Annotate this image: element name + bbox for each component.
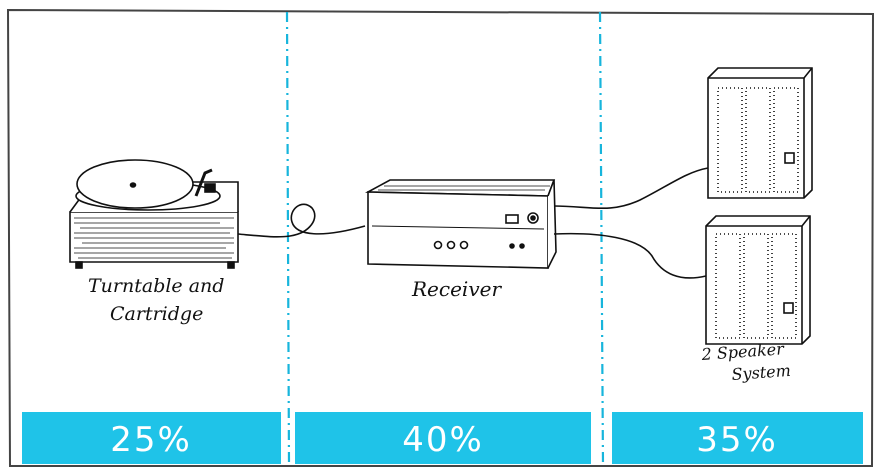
speaker-bottom-drawing: [706, 216, 810, 344]
turntable-drawing: [70, 160, 365, 268]
receiver-label: Receiver: [411, 277, 502, 301]
receiver-drawing: [368, 168, 708, 278]
speaker-top-drawing: [708, 68, 812, 198]
divider-right: [600, 12, 603, 466]
speaker-label-line2: System: [731, 361, 791, 384]
share-value-turntable: 25%: [110, 420, 192, 460]
turntable-label-line2: Cartridge: [110, 303, 203, 325]
share-value-receiver: 40%: [402, 420, 484, 460]
share-value-speakers: 35%: [696, 420, 778, 460]
divider-left: [287, 12, 289, 466]
turntable-label-line1: Turntable and: [88, 275, 224, 297]
share-bars: 25% 40% 35%: [22, 412, 863, 464]
